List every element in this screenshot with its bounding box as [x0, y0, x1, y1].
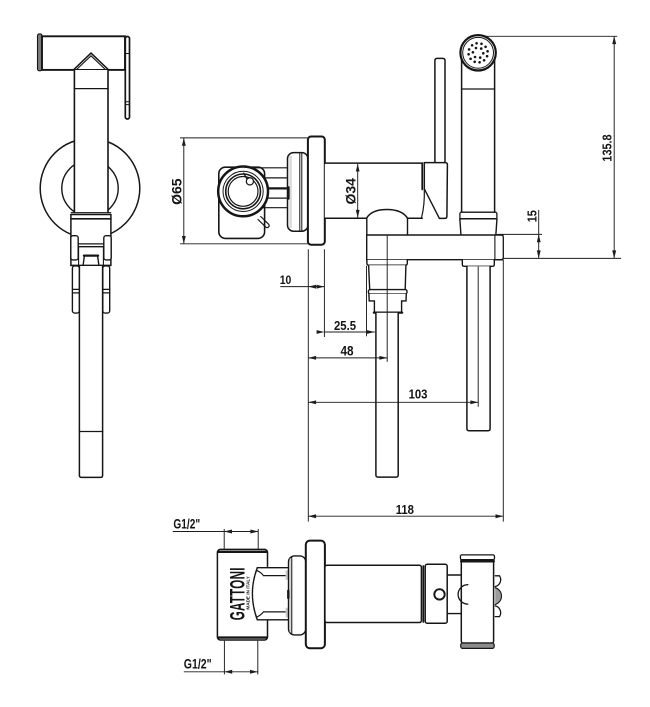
svg-text:G1/2": G1/2" [173, 516, 200, 532]
svg-text:15: 15 [526, 210, 540, 223]
svg-text:25.5: 25.5 [334, 318, 356, 333]
svg-text:103: 103 [409, 387, 428, 402]
svg-text:118: 118 [396, 502, 414, 517]
svg-text:G1/2": G1/2" [184, 656, 212, 672]
svg-text:GATTONI: GATTONI [224, 567, 249, 620]
svg-text:135.8: 135.8 [601, 134, 615, 162]
svg-text:Ø65: Ø65 [169, 178, 185, 205]
svg-text:10: 10 [280, 274, 292, 287]
svg-text:Ø34: Ø34 [343, 178, 359, 205]
svg-text:MADE IN ITALY: MADE IN ITALY [245, 575, 251, 609]
svg-text:48: 48 [340, 344, 353, 359]
